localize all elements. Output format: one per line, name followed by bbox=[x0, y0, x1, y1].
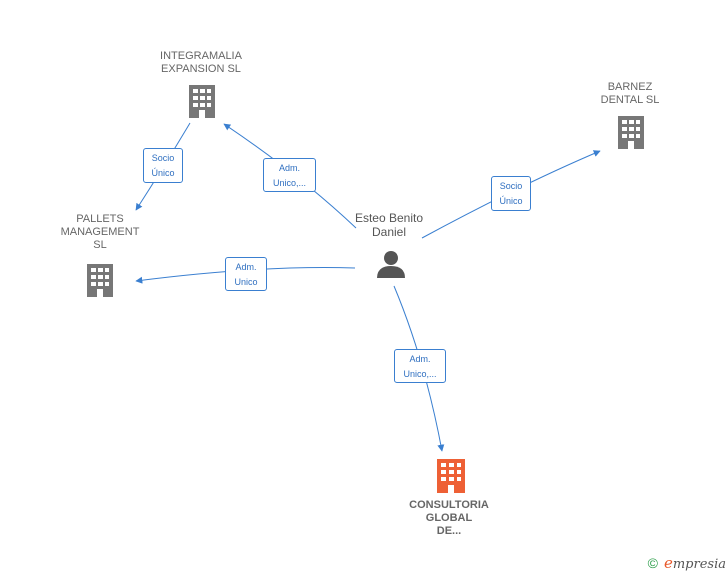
building-icon-consultoria[interactable] bbox=[437, 459, 465, 493]
footer-brand: © empresia bbox=[648, 553, 726, 573]
edge-label-to-consultoria[interactable]: Adm. Unico,... bbox=[394, 349, 446, 383]
empresia-logo[interactable]: empresia bbox=[663, 554, 726, 572]
edge-label-to-integramalia[interactable]: Adm. Unico,... bbox=[263, 158, 316, 192]
building-icon-barnez[interactable] bbox=[618, 116, 644, 149]
building-icon-integramalia[interactable] bbox=[189, 85, 215, 118]
edge-label-to-pallets[interactable]: Adm. Unico bbox=[225, 257, 267, 291]
company-label-integramalia[interactable]: INTEGRAMALIA EXPANSION SL bbox=[160, 50, 242, 75]
building-icon-pallets[interactable] bbox=[87, 264, 113, 297]
edge-label-integramalia-to-pallets[interactable]: Socio Único bbox=[143, 148, 183, 183]
company-label-barnez[interactable]: BARNEZ DENTAL SL bbox=[600, 81, 660, 106]
person-icon[interactable] bbox=[377, 251, 405, 278]
company-label-pallets[interactable]: PALLETS MANAGEMENT SL bbox=[60, 213, 140, 251]
edge-label-to-barnez[interactable]: Socio Único bbox=[491, 176, 531, 211]
company-label-consultoria[interactable]: CONSULTORIA GLOBAL DE... bbox=[409, 499, 489, 537]
person-label[interactable]: Esteo Benito Daniel bbox=[354, 211, 424, 239]
copyright-icon: © bbox=[647, 555, 658, 571]
